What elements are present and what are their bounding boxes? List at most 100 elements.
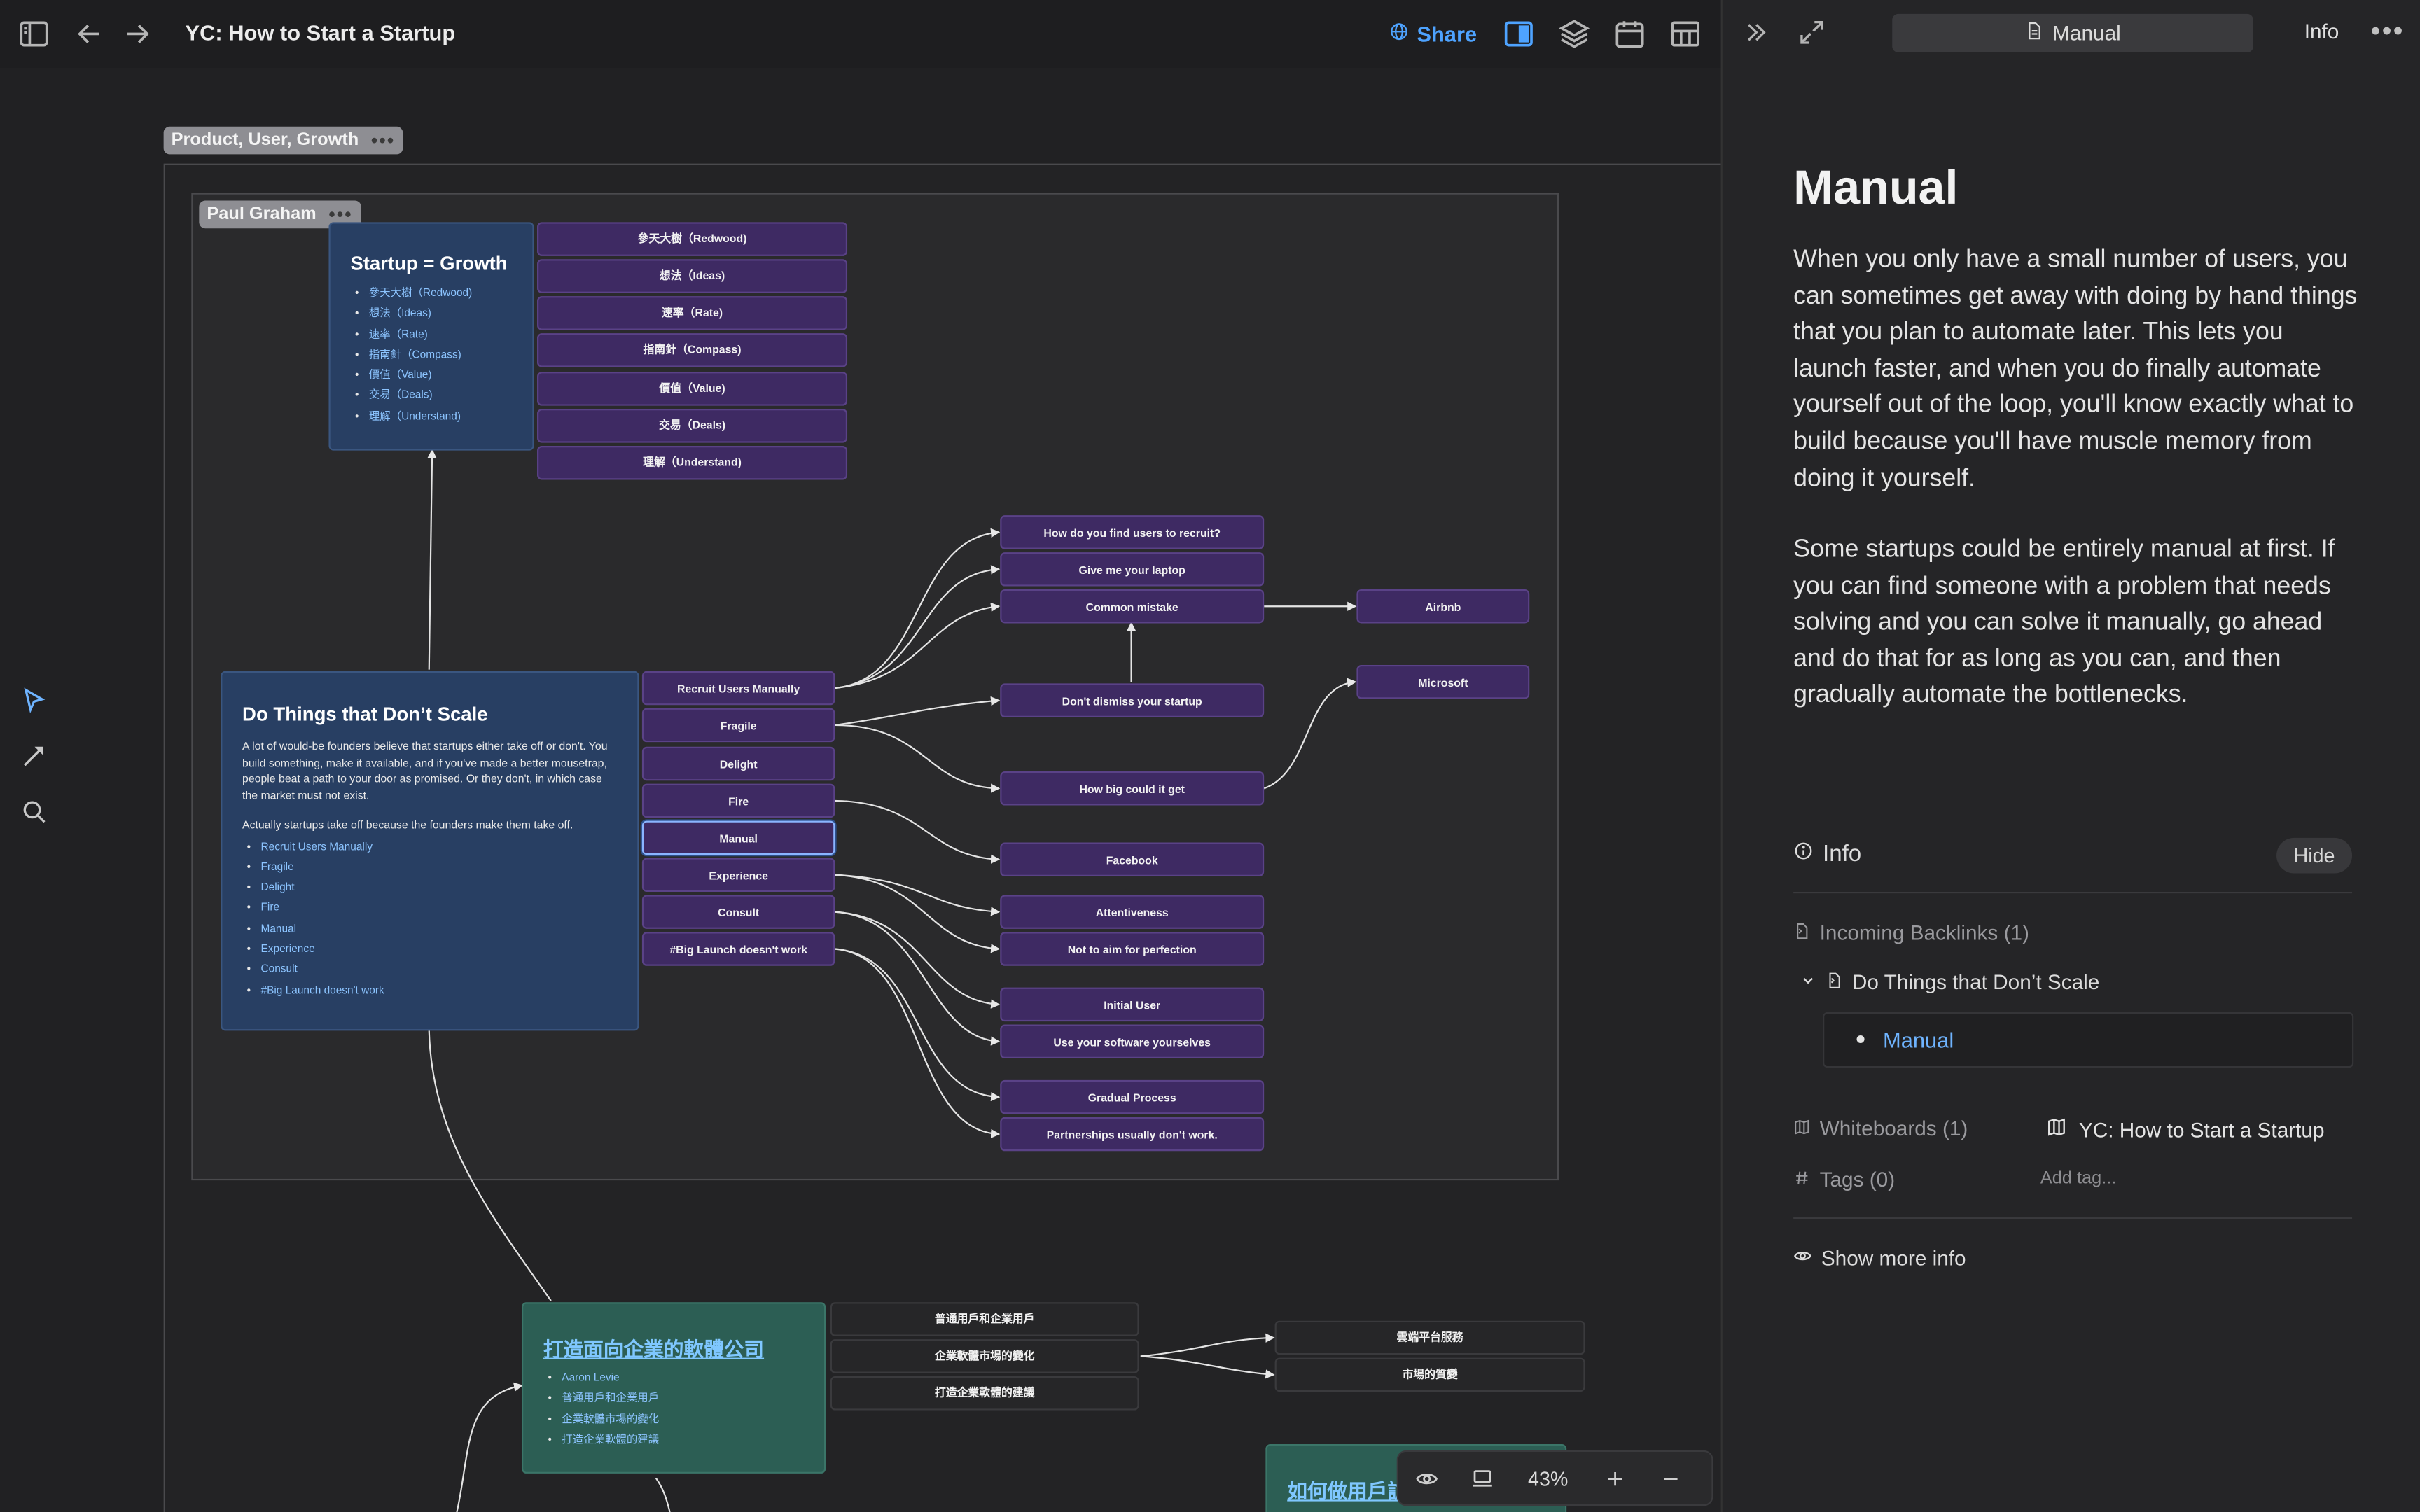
more-options-icon[interactable]: ••• [2370, 15, 2405, 47]
document-paragraph[interactable]: When you only have a small number of use… [1793, 245, 2358, 492]
node-attentiveness[interactable]: Attentiveness [1000, 895, 1265, 929]
chevrons-right-icon[interactable] [1741, 17, 1772, 48]
node-big-launch[interactable]: #Big Launch doesn't work [641, 932, 835, 966]
eye-icon[interactable] [1398, 1450, 1454, 1506]
note-paragraph: A lot of would-be founders believe that … [242, 738, 608, 802]
frame-menu-icon[interactable]: ••• [370, 130, 396, 152]
whiteboard-canvas[interactable]: Product, User, Growth ••• Paul Graham ••… [0, 0, 1721, 1512]
note-title: 如何做用戶訪 [1287, 1479, 1408, 1503]
share-button[interactable]: Share [1389, 18, 1477, 49]
node-initial-user[interactable]: Initial User [1000, 987, 1265, 1022]
node-rate[interactable]: 速率（Rate) [537, 296, 848, 330]
node-dont-dismiss[interactable]: Don't dismiss your startup [1000, 683, 1265, 718]
list-item[interactable]: Fire [242, 899, 618, 920]
backlink-source[interactable]: Do Things that Don’t Scale [1800, 970, 2099, 993]
layers-icon[interactable] [1557, 17, 1591, 50]
node-understand[interactable]: 理解（Understand) [537, 445, 848, 480]
list-item[interactable]: 速率（Rate) [350, 325, 512, 346]
list-item[interactable]: 指南針（Compass) [350, 345, 512, 366]
panel-right-icon[interactable] [1502, 17, 1536, 50]
expand-icon[interactable] [1797, 17, 1828, 48]
note-startup-growth[interactable]: Startup = Growth 參天大樹（Redwood) 想法（Ideas)… [328, 222, 534, 451]
node-market-change[interactable]: 企業軟體市場的變化 [830, 1339, 1139, 1373]
node-airbnb[interactable]: Airbnb [1356, 589, 1530, 624]
hide-info-button[interactable]: Hide [2276, 837, 2353, 874]
plus-icon[interactable] [1587, 1450, 1642, 1506]
list-item[interactable]: Manual [242, 919, 618, 940]
frame-label-paul-graham[interactable]: Paul Graham ••• [199, 200, 361, 229]
node-how-big[interactable]: How big could it get [1000, 771, 1265, 806]
node-partnerships[interactable]: Partnerships usually don't work. [1000, 1116, 1265, 1152]
node-cloud-platform[interactable]: 雲端平台服務 [1274, 1320, 1585, 1355]
node-fire[interactable]: Fire [641, 783, 835, 818]
node-consult[interactable]: Consult [641, 895, 835, 929]
pointer-icon[interactable] [20, 687, 48, 715]
node-enterprise-advice[interactable]: 打造企業軟體的建議 [830, 1376, 1139, 1410]
note-do-things-that-dont-scale[interactable]: Do Things that Don’t Scale A lot of woul… [221, 671, 639, 1031]
document-tab[interactable]: Manual [1892, 13, 2253, 52]
list-item[interactable]: 企業軟體市場的變化 [543, 1410, 804, 1431]
list-item[interactable]: Consult [242, 960, 618, 981]
node-market-shift[interactable]: 市場的質變 [1274, 1357, 1585, 1392]
list-item[interactable]: Experience [242, 939, 618, 960]
top-toolbar: YC: How to Start a Startup Share [0, 0, 1721, 68]
node-common-mistake[interactable]: Common mistake [1000, 589, 1265, 624]
list-item[interactable]: Delight [242, 878, 618, 899]
document-paragraph[interactable]: Some startups could be entirely manual a… [1793, 535, 2335, 709]
node-deals[interactable]: 交易（Deals) [537, 409, 848, 443]
list-item[interactable]: 想法（Ideas) [350, 304, 512, 326]
add-tag-input[interactable]: Add tag... [2040, 1169, 2117, 1189]
list-item[interactable]: 普通用戶和企業用戶 [543, 1389, 804, 1410]
node-experience[interactable]: Experience [641, 858, 835, 892]
list-item[interactable]: 參天大樹（Redwood) [350, 284, 512, 305]
node-recruit-users-manually[interactable]: Recruit Users Manually [641, 671, 835, 706]
arrow-right-icon[interactable] [120, 17, 154, 50]
zoom-level[interactable]: 43% [1528, 1466, 1569, 1490]
node-users-enterprise[interactable]: 普通用戶和企業用戶 [830, 1302, 1139, 1336]
library-icon[interactable] [1669, 17, 1702, 50]
node-ideas[interactable]: 想法（Ideas) [537, 259, 848, 293]
page-title: YC: How to Start a Startup [185, 20, 456, 45]
present-icon[interactable] [1454, 1450, 1509, 1506]
node-value[interactable]: 價值（Value) [537, 372, 848, 406]
node-compass[interactable]: 指南針（Compass) [537, 333, 848, 368]
node-not-perfection[interactable]: Not to aim for perfection [1000, 932, 1265, 966]
document-title[interactable]: Manual [1793, 160, 1959, 215]
node-microsoft[interactable]: Microsoft [1356, 664, 1530, 699]
calendar-icon[interactable] [1613, 17, 1646, 50]
arrow-left-icon[interactable] [73, 17, 106, 50]
frame-menu-icon[interactable]: ••• [328, 203, 353, 225]
search-icon[interactable] [20, 798, 48, 826]
node-manual[interactable]: Manual [641, 820, 835, 855]
node-give-laptop[interactable]: Give me your laptop [1000, 552, 1265, 587]
frame-label-product-user-growth[interactable]: Product, User, Growth ••• [163, 126, 403, 155]
backlink-reference-block[interactable]: Manual [1823, 1011, 2354, 1068]
node-find-users[interactable]: How do you find users to recruit? [1000, 515, 1265, 550]
pen-icon[interactable] [20, 742, 48, 770]
show-more-info-button[interactable]: Show more info [1793, 1247, 1966, 1270]
node-gradual-process[interactable]: Gradual Process [1000, 1079, 1265, 1114]
list-item[interactable]: Aaron Levie [543, 1368, 804, 1390]
minus-icon[interactable] [1642, 1450, 1697, 1506]
sidebar-toggle-icon[interactable] [17, 17, 50, 50]
node-fragile[interactable]: Fragile [641, 708, 835, 743]
list-item[interactable]: 交易（Deals) [350, 386, 512, 407]
list-item[interactable]: 理解（Understand) [350, 407, 512, 428]
whiteboard-link[interactable]: YC: How to Start a Startup [2047, 1117, 2325, 1142]
share-label: Share [1417, 21, 1477, 47]
note-list: Aaron Levie 普通用戶和企業用戶 企業軟體市場的變化 打造企業軟體的建… [543, 1368, 804, 1451]
node-redwood[interactable]: 參天大樹（Redwood) [537, 222, 848, 256]
list-item[interactable]: #Big Launch doesn't work [242, 981, 618, 1002]
list-item[interactable]: Fragile [242, 858, 618, 878]
chevron-down-icon[interactable] [1800, 970, 1816, 993]
node-delight[interactable]: Delight [641, 746, 835, 781]
note-enterprise-software[interactable]: 打造面向企業的軟體公司 Aaron Levie 普通用戶和企業用戶 企業軟體市場… [521, 1302, 826, 1474]
list-item[interactable]: 打造企業軟體的建議 [543, 1430, 804, 1451]
info-tab[interactable]: Info [2304, 20, 2339, 43]
node-use-software[interactable]: Use your software yourselves [1000, 1024, 1265, 1059]
incoming-backlinks-label: Incoming Backlinks (1) [1793, 921, 2029, 944]
node-facebook[interactable]: Facebook [1000, 842, 1265, 876]
backlink-reference-link[interactable]: Manual [1883, 1027, 1954, 1053]
list-item[interactable]: Recruit Users Manually [242, 837, 618, 858]
list-item[interactable]: 價值（Value) [350, 366, 512, 387]
